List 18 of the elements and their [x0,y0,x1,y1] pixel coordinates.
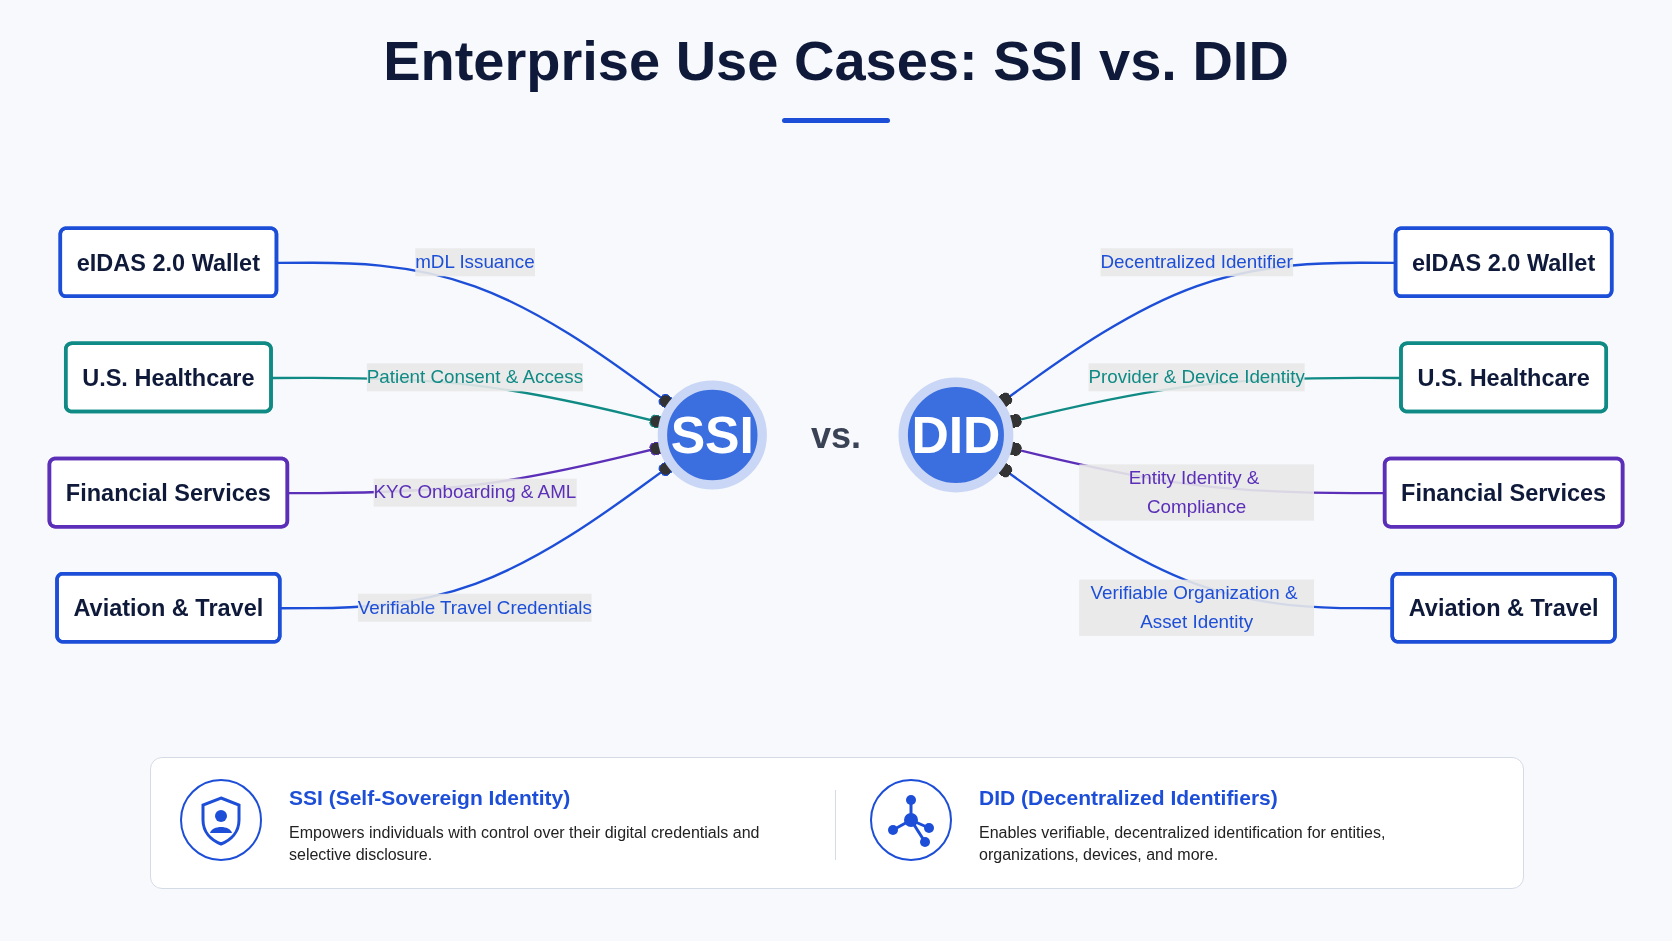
edge-label: Provider & Device Identity [1088,366,1305,387]
panel-heading: DID (Decentralized Identifiers) [979,786,1278,810]
node-circle: DID [898,377,1014,493]
edge-label: KYC Onboarding & AML [373,482,577,502]
node-circle: SSI [657,380,767,490]
title: Enterprise Use Cases: SSI vs. DID [382,28,1290,93]
panel-description: Enables verifiable, decentralized identification for entities, organizations, devices, and more. [979,823,1387,866]
edge-label: Patient Consent & Access [366,366,584,387]
edge-label: Verifiable Travel Credentials [357,597,592,618]
panel-heading: SSI (Self-Sovereign Identity) [289,786,571,810]
edge-label: Decentralized Identifier [1100,251,1293,272]
connector [280,461,673,610]
edge-label: mDL Issuance [415,251,535,272]
edge-label: Verifiable Organization & Asset Identity [1090,583,1298,632]
edge-label: Entity Identity & Compliance [1128,467,1260,517]
panel-description: Empowers individuals with control over their digital credentials and selective disclosure. [289,823,761,866]
versus-label: vs. [810,415,861,456]
connector [277,261,673,409]
